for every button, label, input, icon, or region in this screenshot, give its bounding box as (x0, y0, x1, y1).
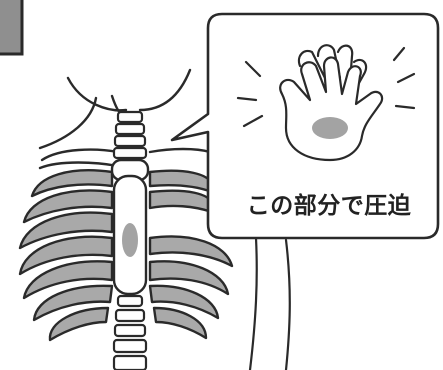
lumbar-vertebrae (114, 296, 146, 370)
callout-text: この部分で圧迫 (222, 183, 436, 223)
ribs-left (20, 170, 112, 340)
corner-box (0, 0, 22, 54)
body-outline (250, 238, 290, 370)
palm-heel-marker (312, 117, 348, 139)
cervical-vertebrae (114, 112, 146, 158)
compression-point-marker (122, 223, 138, 257)
sternum (112, 160, 148, 294)
